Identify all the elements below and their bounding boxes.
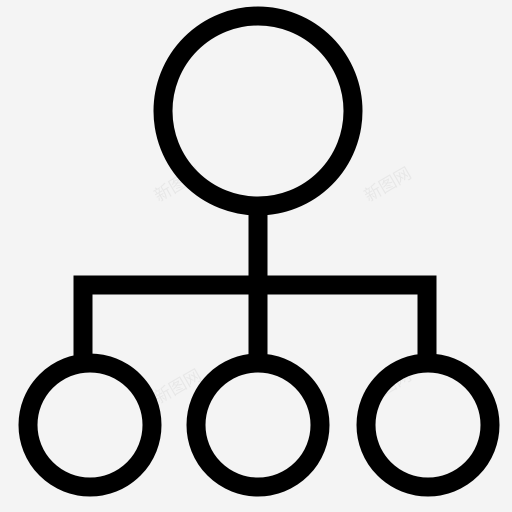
child-node-left-circle	[18, 353, 162, 497]
watermark-text: 新图网	[361, 164, 415, 207]
child-node-right-circle	[356, 353, 500, 497]
child-node-middle-circle	[186, 353, 330, 497]
branch-connector-line	[73, 275, 437, 357]
root-node-circle	[153, 6, 363, 216]
hierarchy-shapes	[18, 6, 500, 497]
